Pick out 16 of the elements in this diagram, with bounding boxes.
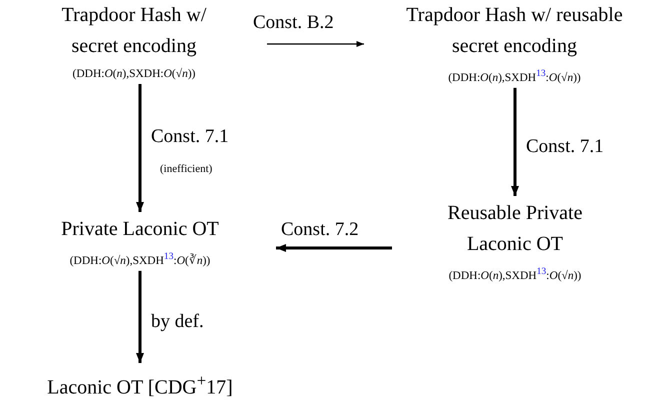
edge-label: by def. [151,311,204,333]
node-title: Trapdoor Hash w/ reusable secret encoding [405,3,624,59]
complexity-note: (DDH:O(√n),SXDH$^{13}$:O(∛n)) [68,251,212,267]
arrow [136,84,144,212]
node-title: Laconic OT [CDG$^{+}$17] [46,370,234,401]
complexity-note: (DDH:O(n),SXDH$^{13}$:O(√n)) [448,266,582,282]
arrow [267,41,364,47]
complexity-note: (DDH:O(n),SXDH$^{13}$:O(√n)) [447,68,582,84]
arrow [511,88,519,196]
complexity-note: (DDH:O(n),SXDH:O(√n)) [72,68,196,80]
note-text: (inefficient) [160,163,212,175]
node-title: Trapdoor Hash w/ secret encoding [60,3,208,59]
arrow [136,270,144,363]
node-title: Reusable Private Laconic OT [446,201,584,257]
node-title: Private Laconic OT [60,217,220,242]
arrow [276,244,392,252]
